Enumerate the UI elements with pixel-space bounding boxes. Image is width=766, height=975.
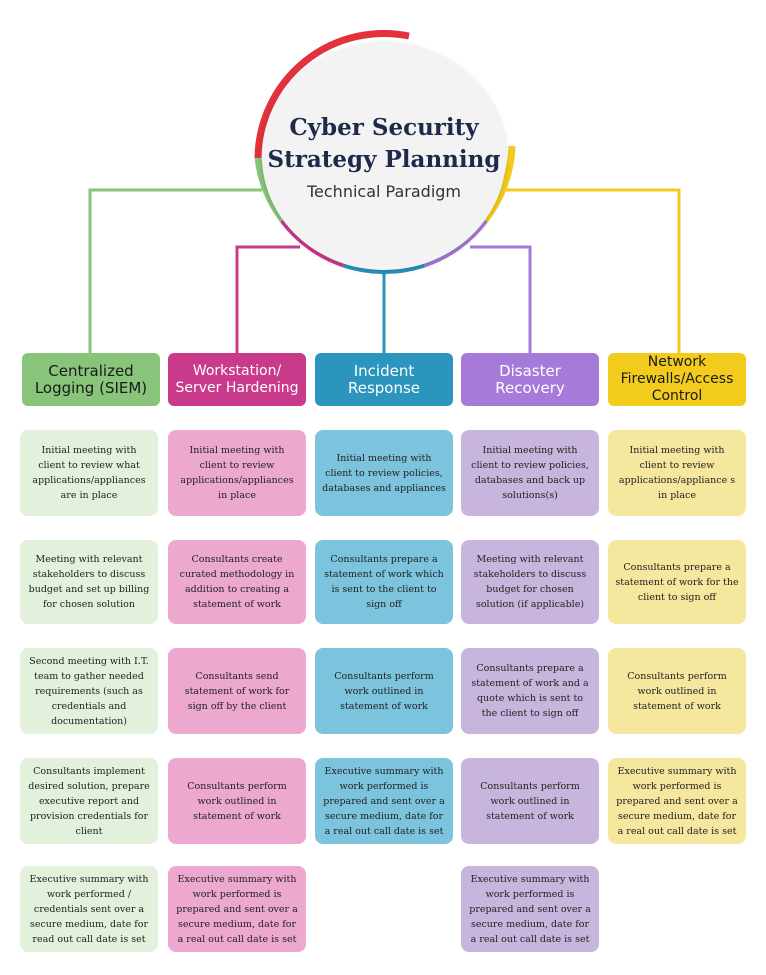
step-card: Executive summary with work performed is… — [168, 866, 306, 952]
connector-magenta — [235, 245, 300, 353]
step-card: Consultants implement desired solution, … — [20, 758, 158, 844]
title-subtitle: Technical Paradigm — [306, 181, 461, 201]
step-card: Initial meeting with client to review ap… — [168, 430, 306, 516]
header-disaster-recovery: Disaster Recovery — [461, 353, 599, 406]
step-card: Executive summary with work performed / … — [20, 866, 158, 952]
step-card: Initial meeting with client to review wh… — [20, 430, 158, 516]
step-card: Consultants perform work outlined in sta… — [168, 758, 306, 844]
step-card: Consultants prepare a statement of work … — [461, 648, 599, 734]
step-card: Meeting with relevant stakeholders to di… — [20, 540, 158, 624]
header-incident-response: Incident Response — [315, 353, 453, 406]
step-card: Meeting with relevant stakeholders to di… — [461, 540, 599, 624]
step-card: Initial meeting with client to review ap… — [608, 430, 746, 516]
ring-arc-red — [254, 30, 410, 159]
step-card: Initial meeting with client to review po… — [461, 430, 599, 516]
step-card: Executive summary with work performed is… — [461, 866, 599, 952]
step-card: Consultants prepare a statement of work … — [608, 540, 746, 624]
connector-yellow — [506, 188, 681, 353]
step-card: Consultants perform work outlined in sta… — [461, 758, 599, 844]
step-card: Consultants perform work outlined in sta… — [608, 648, 746, 734]
step-card: Consultants prepare a statement of work … — [315, 540, 453, 624]
ring-arc-yellow — [482, 145, 516, 223]
header-centralized-logging: Centralized Logging (SIEM) — [22, 353, 160, 406]
connector-purple — [470, 245, 532, 353]
step-card: Consultants send statement of work for s… — [168, 648, 306, 734]
step-card: Executive summary with work performed is… — [608, 758, 746, 844]
step-card: Consultants perform work outlined in sta… — [315, 648, 453, 734]
connector-green — [88, 188, 262, 353]
step-card: Second meeting with I.T. team to gather … — [20, 648, 158, 734]
title-line-2: Strategy Planning — [267, 145, 501, 173]
step-card: Consultants create curated methodology i… — [168, 540, 306, 624]
header-workstation-hardening: Workstation/ Server Hardening — [168, 353, 306, 406]
title-line-1: Cyber Security — [289, 113, 479, 141]
title-circle: Cyber Security Strategy Planning Technic… — [262, 42, 506, 270]
header-network-firewalls: Network Firewalls/Access Control — [608, 353, 746, 406]
step-card: Executive summary with work performed is… — [315, 758, 453, 844]
step-card: Initial meeting with client to review po… — [315, 430, 453, 516]
